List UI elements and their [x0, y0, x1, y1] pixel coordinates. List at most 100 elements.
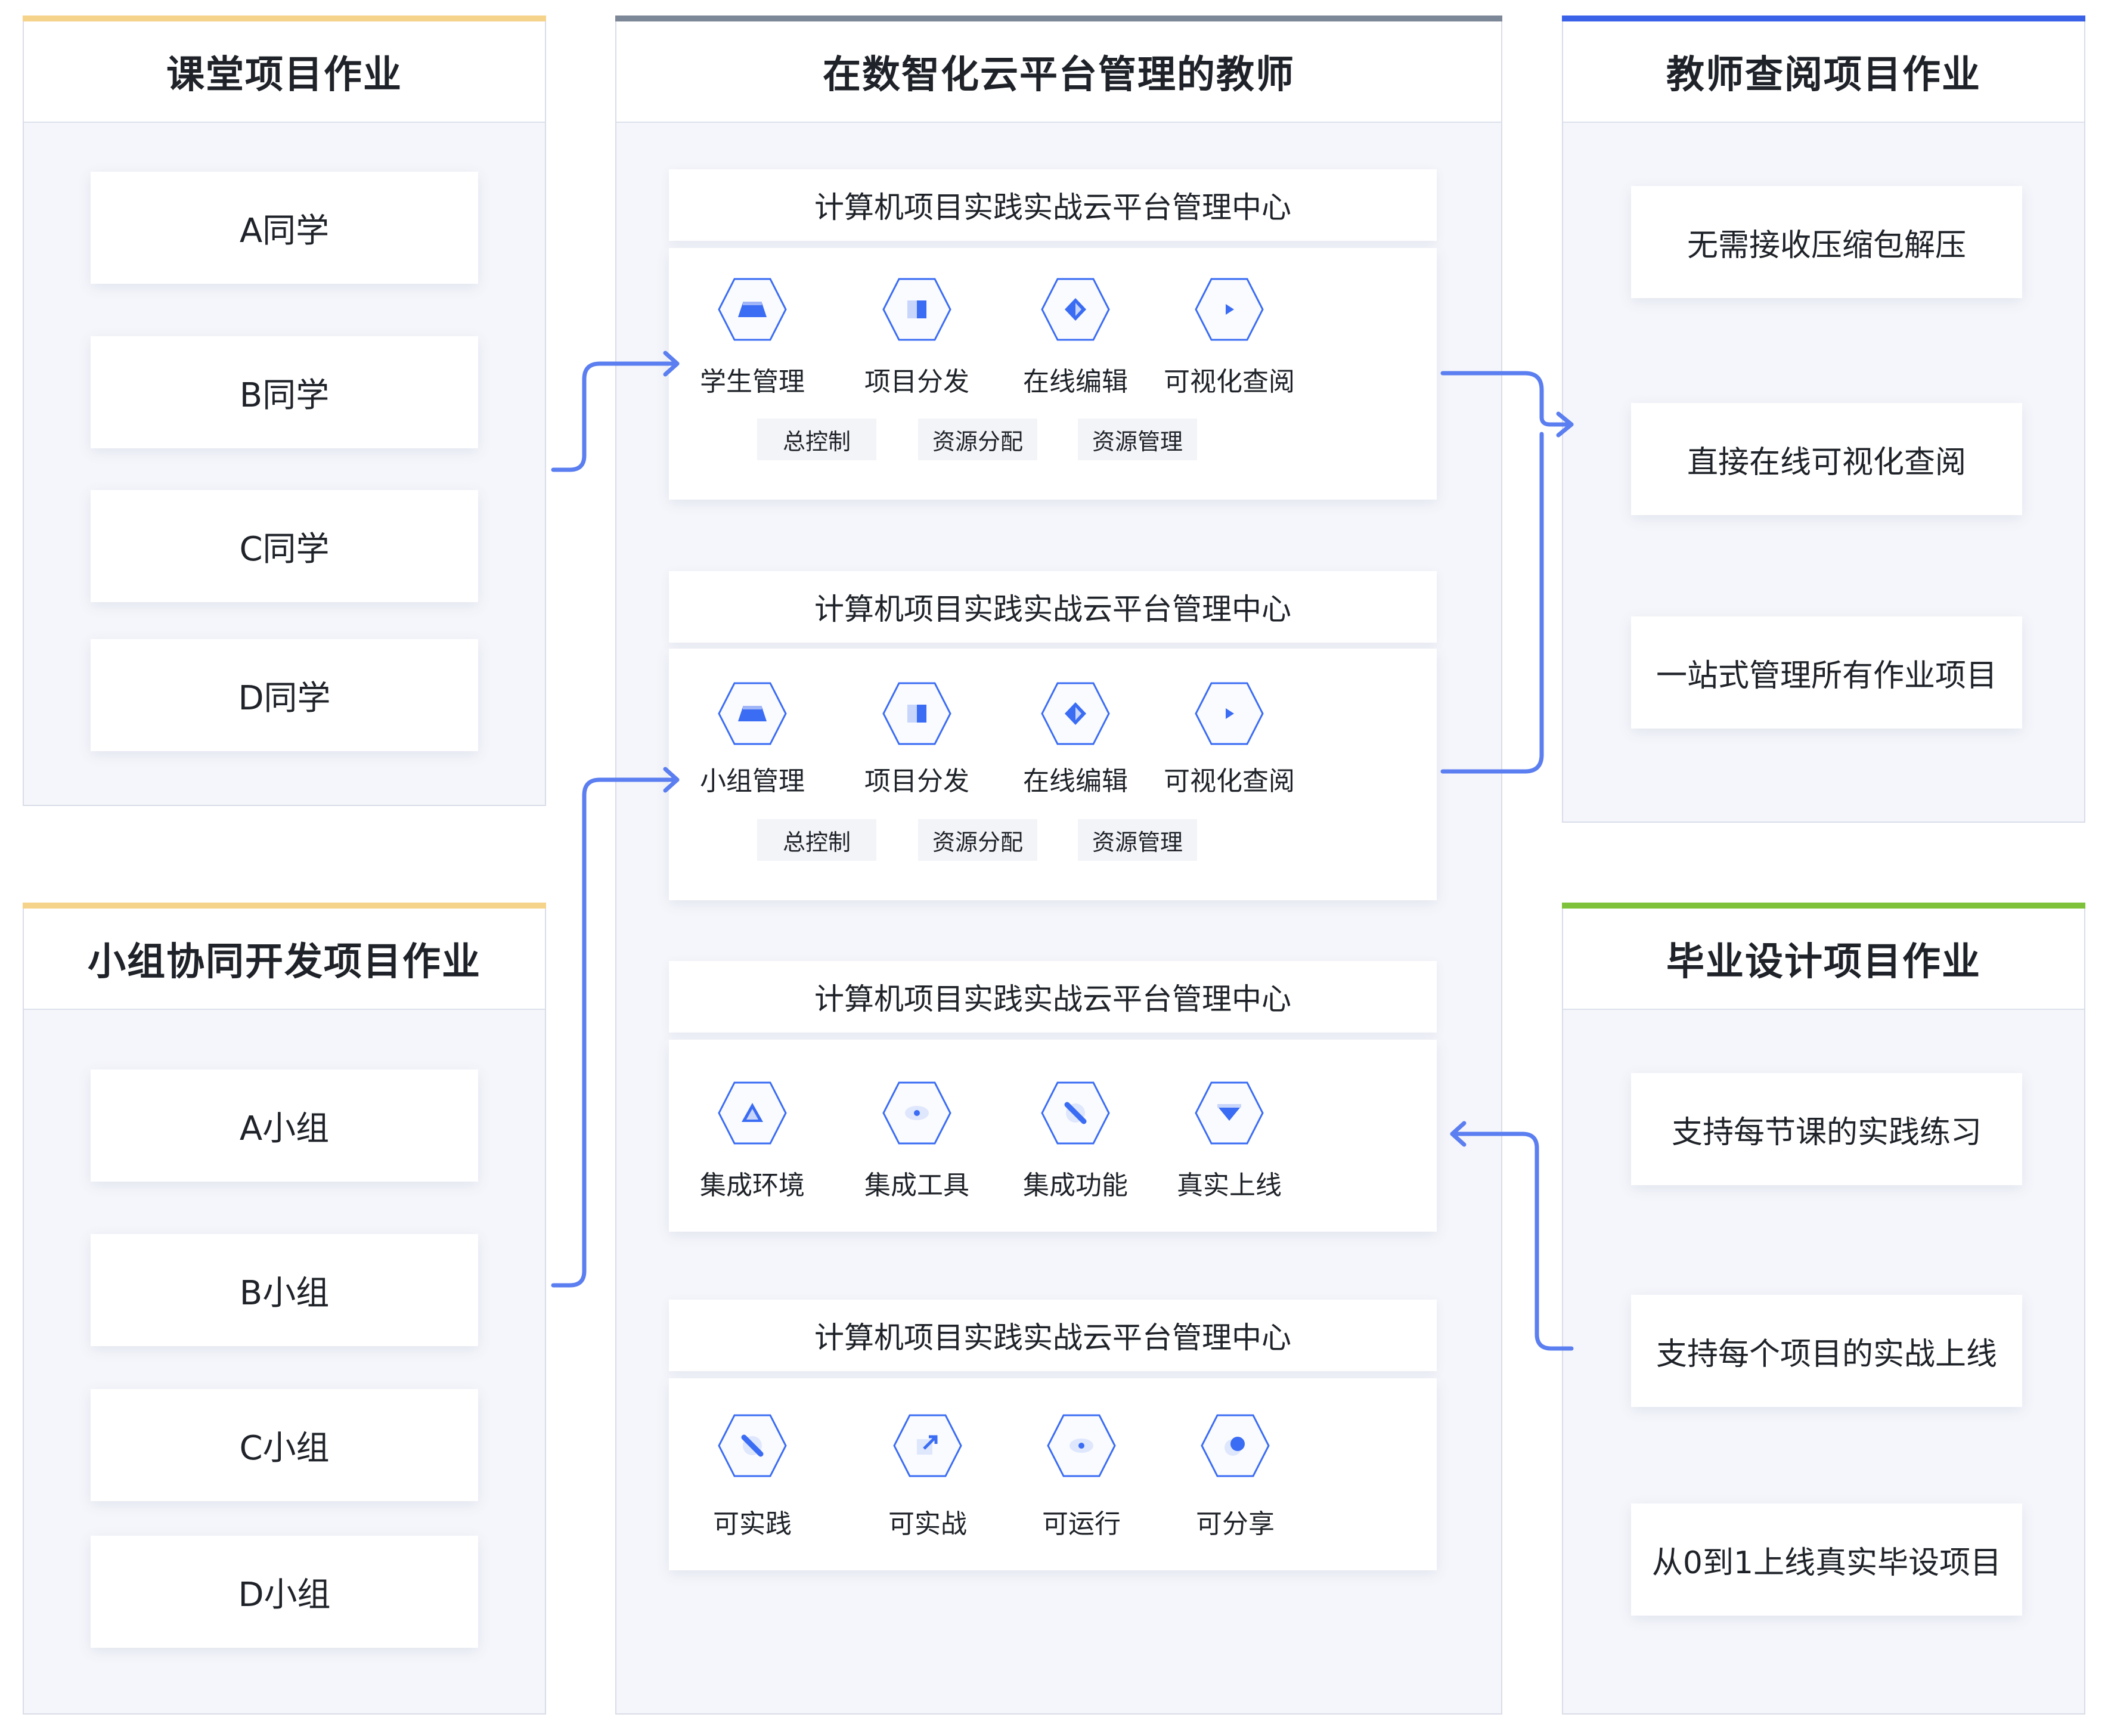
feature-label: 在线编辑: [1023, 367, 1128, 397]
down-triangle-icon: [1194, 1080, 1265, 1146]
panel-title: 教师查阅项目作业: [1563, 21, 2084, 123]
card-label: B同学: [239, 376, 330, 415]
feature-label: 集成功能: [1023, 1170, 1128, 1201]
play-icon: [1194, 277, 1265, 342]
student-card[interactable]: B同学: [91, 336, 478, 448]
panel-accent-bar: [23, 16, 546, 21]
slash-icon: [717, 1413, 788, 1478]
triangle-icon: [717, 1080, 788, 1146]
group-card[interactable]: B小组: [91, 1234, 478, 1346]
feature-label: 可实战: [888, 1509, 967, 1539]
card-label: 直接在线可视化查阅: [1687, 444, 1966, 480]
feature-real-launch[interactable]: 真实上线: [1152, 1080, 1307, 1201]
platform-block: 集成环境 集成工具 集成功能 真实上线: [669, 1040, 1437, 1232]
feature-label: 集成工具: [864, 1170, 969, 1201]
play-icon: [1194, 681, 1265, 746]
feature-project-distribution[interactable]: 项目分发: [839, 277, 994, 397]
panel-accent-bar: [615, 16, 1502, 21]
trapezoid-icon: [717, 277, 788, 342]
feature-label: 小组管理: [700, 766, 805, 796]
platform-block-title: 计算机项目实践实战云平台管理中心: [669, 961, 1437, 1033]
feature-combat-ready[interactable]: 可实战: [850, 1413, 1005, 1539]
feature-online-edit[interactable]: 在线编辑: [998, 277, 1153, 397]
feature-label: 可视化查阅: [1164, 766, 1295, 796]
review-feature-card[interactable]: 一站式管理所有作业项目: [1631, 616, 2022, 728]
panel-title: 小组协同开发项目作业: [24, 909, 545, 1010]
group-card[interactable]: C小组: [91, 1389, 478, 1501]
feature-label: 真实上线: [1177, 1170, 1282, 1201]
feature-label: 可运行: [1042, 1509, 1121, 1539]
card-label: 从0到1上线真实毕设项目: [1651, 1545, 2002, 1581]
feature-student-management[interactable]: 学生管理: [675, 277, 830, 397]
graduation-feature-card[interactable]: 支持每个项目的实战上线: [1631, 1295, 2022, 1407]
feature-visual-review[interactable]: 可视化查阅: [1152, 277, 1307, 397]
feature-label: 可实践: [713, 1509, 792, 1539]
panel-title: 在数智化云平台管理的教师: [616, 21, 1501, 123]
feature-label: 项目分发: [864, 367, 969, 397]
feature-label: 在线编辑: [1023, 766, 1128, 796]
feature-integrated-tools[interactable]: 集成工具: [839, 1080, 994, 1201]
feature-project-distribution[interactable]: 项目分发: [839, 681, 994, 800]
panel-title: 毕业设计项目作业: [1563, 909, 2084, 1010]
feature-integrated-env[interactable]: 集成环境: [675, 1080, 830, 1201]
student-card[interactable]: D同学: [91, 639, 478, 751]
tag-chip: 总控制: [757, 418, 876, 460]
eye-dot-icon: [881, 1080, 953, 1146]
arrow-out-icon: [892, 1413, 963, 1478]
group-card[interactable]: D小组: [91, 1536, 478, 1648]
feature-shareable[interactable]: 可分享: [1158, 1413, 1313, 1539]
card-label: D同学: [238, 678, 331, 718]
tag-chip: 资源管理: [1078, 418, 1197, 460]
student-card[interactable]: A同学: [91, 172, 478, 284]
feature-label: 可视化查阅: [1164, 367, 1295, 397]
card-label: A同学: [239, 211, 330, 250]
tag-chip: 资源分配: [918, 819, 1037, 861]
card-label: 支持每个项目的实战上线: [1656, 1336, 1997, 1372]
feature-group-management[interactable]: 小组管理: [675, 681, 830, 800]
review-feature-card[interactable]: 直接在线可视化查阅: [1631, 403, 2022, 515]
platform-block-title: 计算机项目实践实战云平台管理中心: [669, 169, 1437, 241]
graduation-feature-card[interactable]: 从0到1上线真实毕设项目: [1631, 1504, 2022, 1616]
card-label: 支持每节课的实践练习: [1671, 1114, 1982, 1151]
diamond-icon: [1040, 681, 1111, 746]
feature-visual-review[interactable]: 可视化查阅: [1152, 681, 1307, 800]
feature-online-edit[interactable]: 在线编辑: [998, 681, 1153, 800]
eye-dot-icon: [1046, 1413, 1117, 1478]
panel-accent-bar: [1562, 903, 2085, 909]
card-label: C小组: [239, 1428, 330, 1468]
platform-block: 学生管理 项目分发 在线编辑 可视化查阅 总控制 资源分配 资源管理: [669, 248, 1437, 500]
split-square-icon: [881, 277, 953, 342]
panel-accent-bar: [23, 903, 546, 909]
slash-icon: [1040, 1080, 1111, 1146]
feature-practicable[interactable]: 可实践: [675, 1413, 830, 1539]
card-label: D小组: [238, 1575, 331, 1614]
platform-block: 可实践 可实战 可运行 可分享: [669, 1378, 1437, 1570]
platform-block-title: 计算机项目实践实战云平台管理中心: [669, 571, 1437, 643]
review-feature-card[interactable]: 无需接收压缩包解压: [1631, 186, 2022, 298]
platform-block-title: 计算机项目实践实战云平台管理中心: [669, 1300, 1437, 1371]
feature-label: 项目分发: [864, 766, 969, 796]
platform-block: 小组管理 项目分发 在线编辑 可视化查阅 总控制 资源分配 资源管理: [669, 649, 1437, 900]
panel-title: 课堂项目作业: [24, 21, 545, 123]
feature-label: 学生管理: [700, 367, 805, 397]
card-label: C同学: [239, 529, 330, 569]
card-label: 无需接收压缩包解压: [1687, 227, 1966, 264]
card-label: A小组: [239, 1109, 330, 1148]
split-square-icon: [881, 681, 953, 746]
card-label: 一站式管理所有作业项目: [1656, 658, 1997, 694]
tag-chip: 总控制: [757, 819, 876, 861]
trapezoid-icon: [717, 681, 788, 746]
panel-accent-bar: [1562, 16, 2085, 21]
graduation-feature-card[interactable]: 支持每节课的实践练习: [1631, 1073, 2022, 1185]
feature-integrated-functions[interactable]: 集成功能: [998, 1080, 1153, 1201]
feature-label: 可分享: [1196, 1509, 1275, 1539]
card-label: B小组: [239, 1273, 330, 1313]
group-card[interactable]: A小组: [91, 1070, 478, 1182]
tag-chip: 资源管理: [1078, 819, 1197, 861]
student-card[interactable]: C同学: [91, 490, 478, 602]
diamond-icon: [1040, 277, 1111, 342]
feature-label: 集成环境: [700, 1170, 805, 1201]
feature-runnable[interactable]: 可运行: [1004, 1413, 1159, 1539]
tag-chip: 资源分配: [918, 418, 1037, 460]
bubble-icon: [1199, 1413, 1271, 1478]
